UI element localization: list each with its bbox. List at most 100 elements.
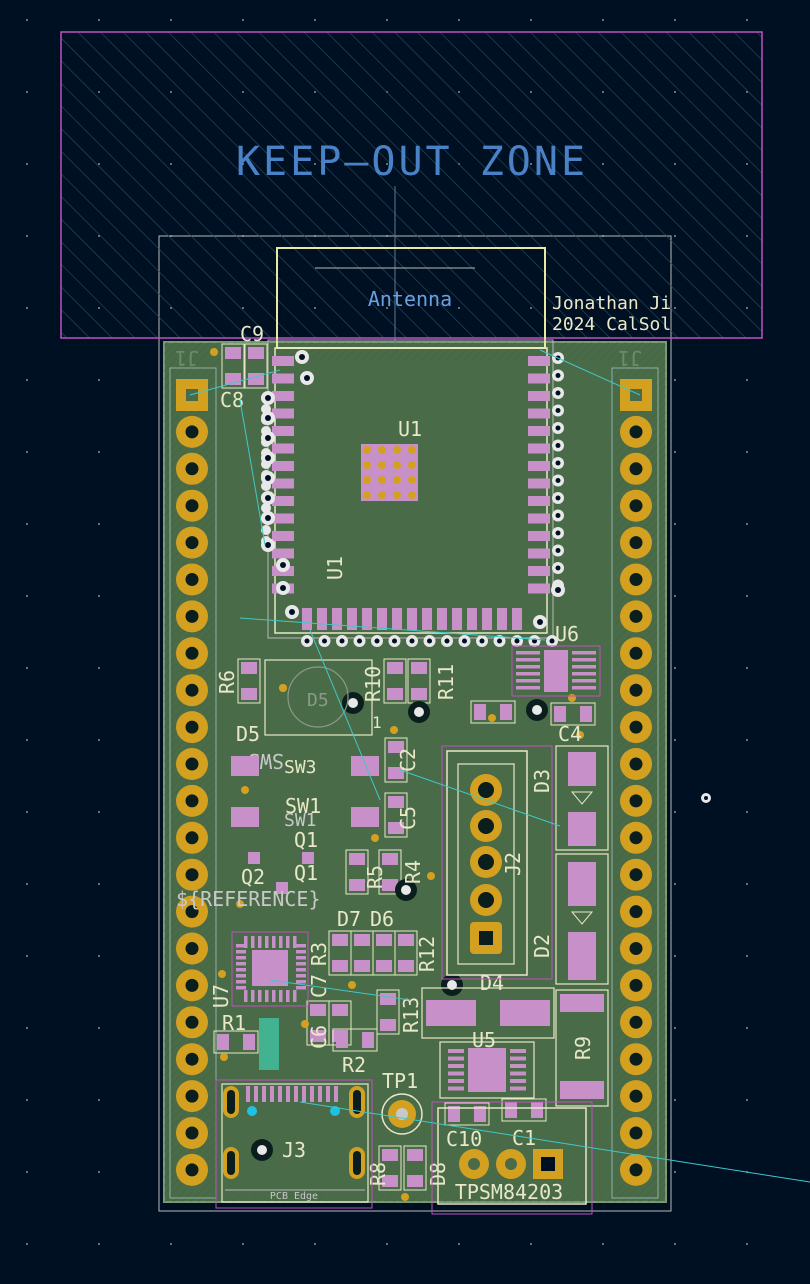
- grid-dot: [98, 451, 100, 453]
- u6-pad-left: [516, 679, 540, 683]
- grid-dot: [98, 667, 100, 669]
- u1-via-drill: [265, 415, 271, 421]
- cap-c10: [444, 1102, 490, 1126]
- plated-via: [241, 786, 249, 794]
- u1-thermal-via: [408, 461, 416, 469]
- grid-dot: [674, 451, 676, 453]
- led-d7-pad-2: [354, 960, 370, 972]
- u1-via-drill: [537, 619, 543, 625]
- cap-c1-pad-1: [505, 1102, 517, 1118]
- u1-via-bottom-drill: [462, 638, 467, 644]
- led-d7: [350, 930, 374, 976]
- u1-pad-left: [272, 548, 294, 559]
- u1-pad-bottom: [347, 608, 357, 630]
- module-u1: U1 U1: [261, 339, 565, 647]
- ref-label-c4: C4: [558, 722, 582, 746]
- u1-pad-right: [528, 408, 550, 419]
- resistor-r9: [555, 989, 609, 1107]
- header-pin-drill: [629, 942, 643, 955]
- grid-dot: [26, 667, 28, 669]
- grid-dot: [674, 595, 676, 597]
- u1-thermal-via: [393, 446, 401, 454]
- u1-thermal-via: [363, 476, 371, 484]
- res-r10-outline: [383, 658, 407, 704]
- u5-thermal: [468, 1048, 506, 1092]
- d3-pad-2: [568, 812, 596, 846]
- ref-label-q1_fab: Q1: [294, 861, 318, 885]
- header-pin-drill: [629, 1163, 643, 1177]
- grid-dot: [674, 667, 676, 669]
- u5-pad-left: [448, 1049, 464, 1053]
- u1-thermal-via: [378, 461, 386, 469]
- grid-dot: [26, 883, 28, 885]
- ratsnest-2: [239, 399, 266, 546]
- u1-via-right-drill: [555, 530, 561, 536]
- cap-c5-outline: [384, 792, 408, 838]
- u6-pad-right: [572, 651, 596, 655]
- ref-label-r1: R1: [222, 1011, 246, 1035]
- u1-via-drill: [289, 609, 295, 615]
- res-r8: [378, 1145, 402, 1191]
- header-pin-drill: [185, 683, 199, 697]
- u1-via-drill: [280, 562, 286, 568]
- j3-pin: [326, 1086, 330, 1102]
- grid-dot: [98, 955, 100, 957]
- cap-c10-outline: [444, 1102, 490, 1126]
- grid-dot: [314, 19, 316, 21]
- diode-d2: [555, 853, 609, 985]
- ref-label-u6: U6: [555, 622, 579, 646]
- d2-outline: [555, 853, 609, 985]
- u1-via-right-drill: [555, 443, 561, 448]
- u7-pad-top: [258, 936, 262, 948]
- j2-pin-drill: [478, 892, 494, 908]
- u1-via-bottom-drill: [322, 638, 327, 644]
- res-r12-pad-1: [398, 934, 414, 946]
- header-pin-drill: [629, 720, 643, 734]
- grid-dot: [170, 1243, 172, 1245]
- d4-pad-2: [500, 1000, 550, 1026]
- ref-label-r3: R3: [307, 942, 331, 966]
- header-pin-drill: [629, 868, 643, 882]
- header-pin-drill: [185, 462, 199, 476]
- ic-u6: [511, 645, 601, 697]
- res-r1-pad-2: [243, 1034, 255, 1050]
- grid-dot: [26, 811, 28, 813]
- res-r2-outline: [332, 1028, 378, 1052]
- pcb-edge-label: PCB Edge: [270, 1191, 318, 1202]
- header-pin-drill: [185, 1052, 199, 1066]
- u7-pad-bottom: [279, 990, 283, 1002]
- j3-pin: [302, 1086, 306, 1102]
- res-r12: [394, 930, 418, 976]
- grid-dot: [98, 19, 100, 21]
- ref-label-r11: R11: [434, 664, 458, 700]
- cap-c10-pad-1: [448, 1106, 460, 1122]
- d2-pad-1: [568, 862, 596, 906]
- res-r3-pad-1: [332, 934, 348, 946]
- led-d6-pad-2: [376, 960, 392, 972]
- res-r1-outline: [213, 1030, 259, 1054]
- u1-via-bottom-drill: [497, 638, 502, 644]
- header-pin-drill: [185, 757, 199, 771]
- u7-pad-left: [236, 944, 246, 948]
- switch-sw3: [231, 756, 379, 776]
- grid-dot: [26, 1099, 28, 1101]
- u6-pad-left: [516, 672, 540, 676]
- j3-pin: [318, 1086, 322, 1102]
- ref-label-sw3_fab: SW3: [284, 757, 317, 778]
- r9-pad-2: [560, 1081, 604, 1099]
- d5-dot: [279, 684, 287, 692]
- grid-dot: [530, 1243, 532, 1245]
- res-r10-pad-1: [387, 662, 403, 674]
- large-via-center: [348, 698, 358, 708]
- u1-via-drill: [299, 354, 305, 360]
- grid-dot: [674, 1171, 676, 1173]
- u1-pad-left: [272, 373, 294, 384]
- u5-pad-left: [448, 1071, 464, 1076]
- grid-dot: [26, 379, 28, 381]
- res-r4-pad-2: [382, 879, 398, 891]
- u1-pad-left: [272, 443, 294, 454]
- grid-dot: [674, 379, 676, 381]
- u1-via-left: [261, 525, 271, 535]
- u1-pad-left: [272, 356, 294, 366]
